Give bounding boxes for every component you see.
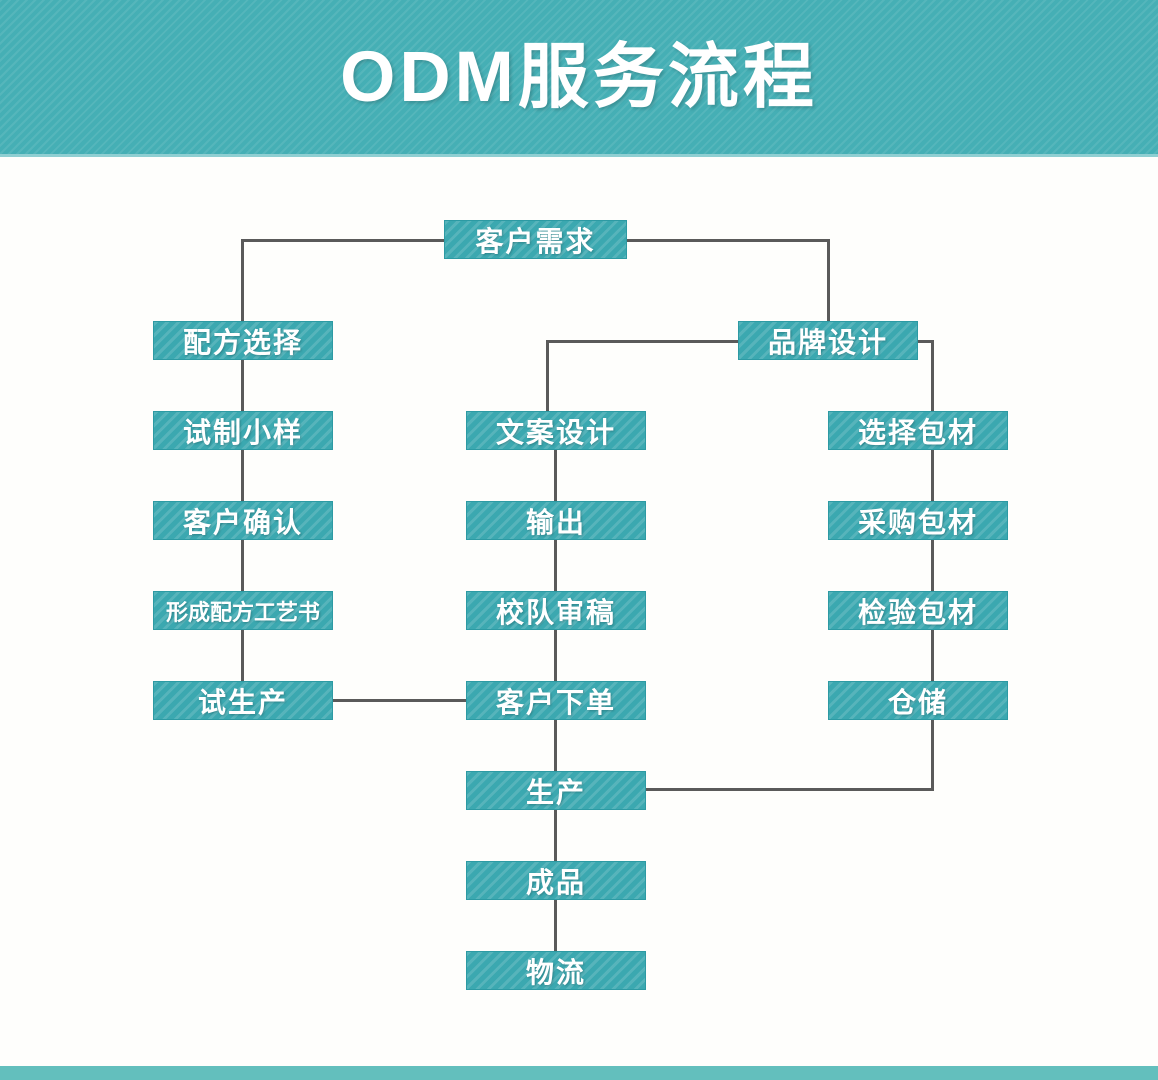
flow-node-logistics[interactable]: 物流 xyxy=(466,951,646,990)
connector-spec-to-trial xyxy=(241,628,244,683)
connector-brand-to-copy-v xyxy=(546,340,549,413)
connector-storage-to-prod-v xyxy=(931,718,934,790)
connector-review-to-order xyxy=(554,628,557,683)
connector-select-to-purchase xyxy=(931,448,934,503)
flow-node-warehousing[interactable]: 仓储 xyxy=(828,681,1008,720)
flow-node-trial-sample[interactable]: 试制小样 xyxy=(153,411,333,450)
flow-node-customer-confirm[interactable]: 客户确认 xyxy=(153,501,333,540)
flow-node-output[interactable]: 输出 xyxy=(466,501,646,540)
connector-demand-to-brand-v xyxy=(827,239,830,323)
connector-trial-to-order xyxy=(331,699,468,702)
connector-storage-to-prod-h xyxy=(644,788,934,791)
flow-node-customer-order[interactable]: 客户下单 xyxy=(466,681,646,720)
flow-node-brand-design[interactable]: 品牌设计 xyxy=(738,321,918,360)
flow-node-customer-demand[interactable]: 客户需求 xyxy=(444,220,627,259)
connector-brand-to-pack-select xyxy=(931,340,934,413)
flow-node-production[interactable]: 生产 xyxy=(466,771,646,810)
flow-node-formula-select[interactable]: 配方选择 xyxy=(153,321,333,360)
connector-demand-to-brand-h xyxy=(625,239,830,242)
connector-copy-to-output xyxy=(554,448,557,503)
page-header-banner: ODM服务流程 xyxy=(0,0,1158,157)
flowchart-canvas: 客户需求 配方选择 品牌设计 试制小样 文案设计 选择包材 客户确认 输出 采购… xyxy=(0,157,1158,1066)
flow-node-select-packaging[interactable]: 选择包材 xyxy=(828,411,1008,450)
connector-goods-to-logistics xyxy=(554,898,557,953)
connector-demand-to-formula-h xyxy=(241,239,446,242)
flow-node-formula-spec[interactable]: 形成配方工艺书 xyxy=(153,591,333,630)
connector-brand-to-copy-h xyxy=(546,340,740,343)
flow-node-proofreading[interactable]: 校队审稿 xyxy=(466,591,646,630)
flow-node-inspect-packaging[interactable]: 检验包材 xyxy=(828,591,1008,630)
connector-sample-to-confirm xyxy=(241,448,244,503)
flow-node-copywriting[interactable]: 文案设计 xyxy=(466,411,646,450)
connector-inspect-to-storage xyxy=(931,628,934,683)
flow-node-purchase-packaging[interactable]: 采购包材 xyxy=(828,501,1008,540)
connector-confirm-to-spec xyxy=(241,538,244,593)
flow-node-trial-production[interactable]: 试生产 xyxy=(153,681,333,720)
page-title: ODM服务流程 xyxy=(340,37,818,117)
connector-demand-to-formula-v xyxy=(241,239,244,323)
connector-purchase-to-inspect xyxy=(931,538,934,593)
flow-node-finished-goods[interactable]: 成品 xyxy=(466,861,646,900)
footer-accent-bar xyxy=(0,1066,1158,1080)
connector-output-to-review xyxy=(554,538,557,593)
connector-formula-to-sample xyxy=(241,358,244,413)
connector-production-to-goods xyxy=(554,808,557,863)
connector-brand-right-stub xyxy=(916,340,934,343)
connector-order-to-production xyxy=(554,718,557,773)
